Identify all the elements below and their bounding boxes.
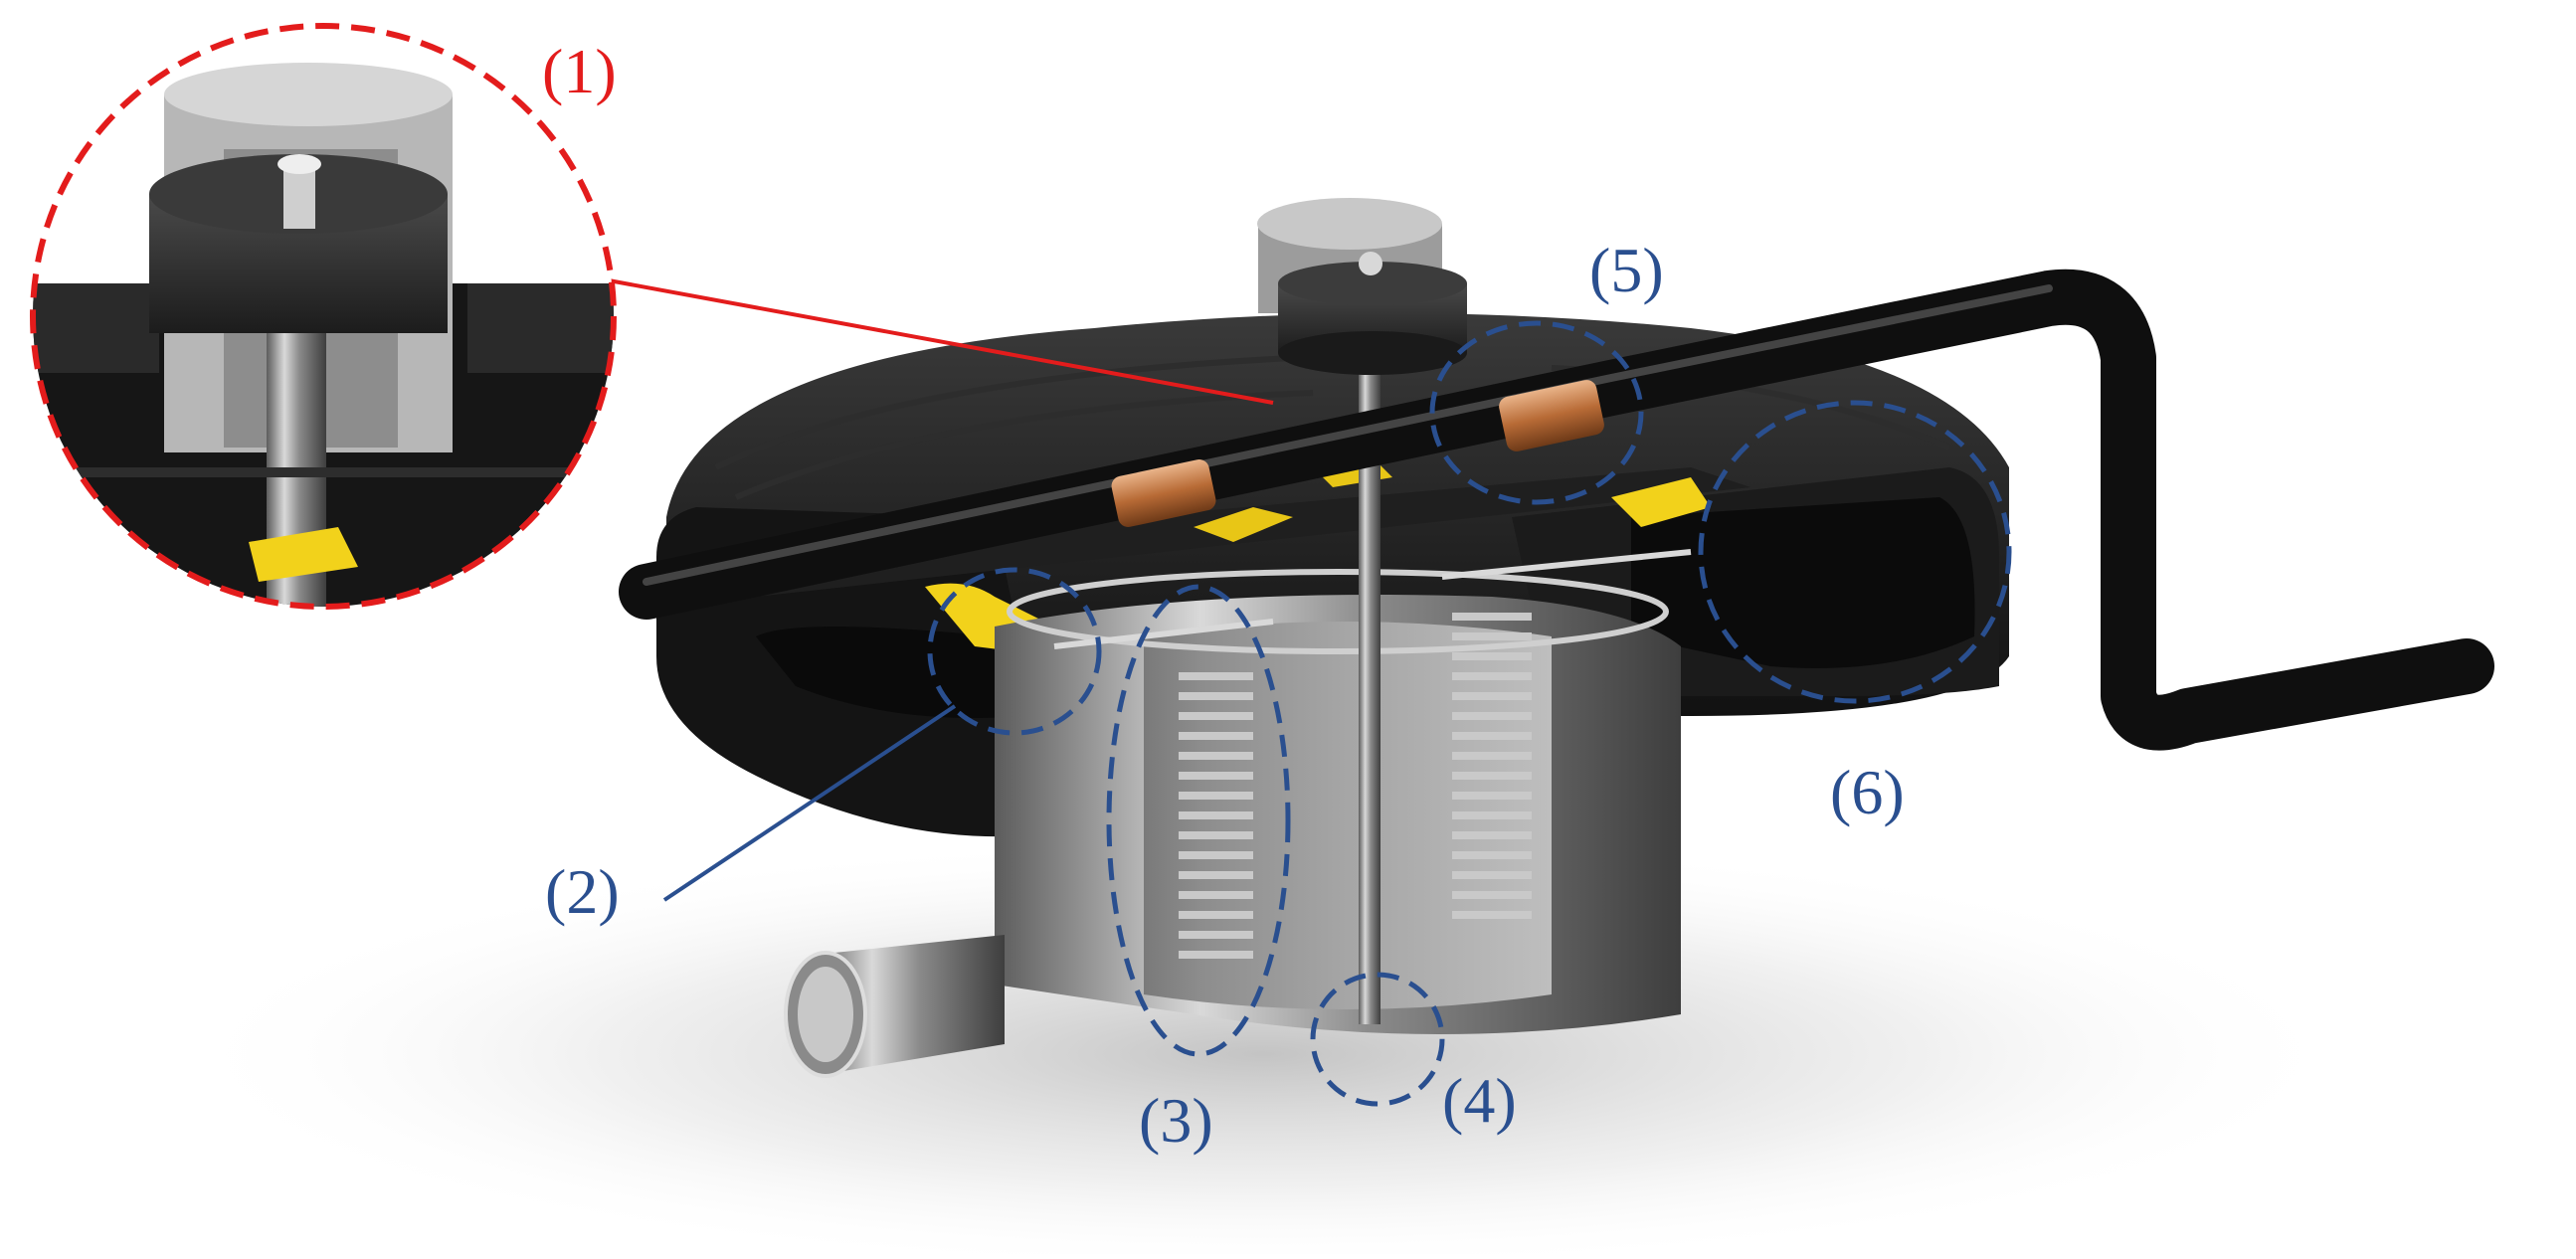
- floor-shadow: [169, 835, 2357, 1259]
- central-rod: [1359, 328, 1380, 1024]
- float-disc: [1257, 198, 1467, 375]
- label-6: (6): [1830, 757, 1905, 827]
- callout-3-circle: [1106, 584, 1291, 1057]
- callouts: [927, 320, 2012, 1107]
- label-4: (4): [1442, 1065, 1517, 1136]
- black-pipe: [619, 269, 2494, 751]
- copper-fittings: [1111, 380, 1604, 527]
- tire-housing: [656, 313, 2009, 837]
- callout-2-circle: [927, 567, 1102, 736]
- label-3: (3): [1139, 1085, 1213, 1156]
- leader-2: [662, 704, 957, 902]
- label-5: (5): [1589, 235, 1664, 305]
- label-2: (2): [545, 856, 620, 927]
- outlet-pipe: [784, 935, 1005, 1078]
- zoom-inset: [33, 26, 614, 607]
- leader-1: [608, 278, 1274, 405]
- callout-5-circle: [1429, 320, 1644, 505]
- callout-6-circle: [1698, 400, 2012, 704]
- callout-4-circle: [1310, 972, 1445, 1107]
- label-1: (1): [542, 36, 617, 106]
- zoom-inset-border: [30, 23, 617, 610]
- springs: [1053, 549, 1692, 959]
